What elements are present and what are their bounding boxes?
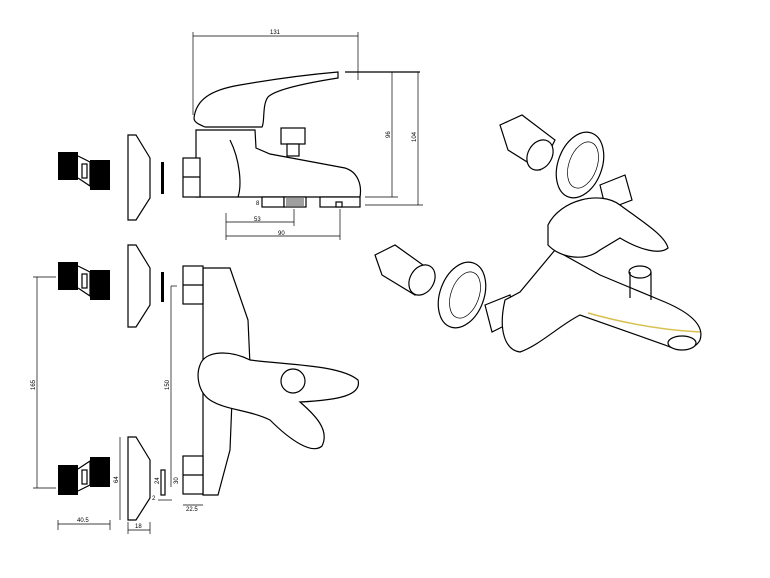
dim-nut-size: 30 xyxy=(174,477,180,484)
connector-middle xyxy=(58,262,110,300)
lever-hole xyxy=(280,368,306,394)
connector-bottom xyxy=(58,457,110,495)
dim-inlet-outlet-a: 53 xyxy=(254,217,261,223)
faucet-body xyxy=(195,129,362,198)
flanges xyxy=(127,134,166,521)
threaded-outlet xyxy=(283,196,307,208)
front-view: 165 150 64 40.5 18 24 30 2 22.5 xyxy=(31,265,359,534)
dim-connector-spacing: 165 xyxy=(31,379,37,390)
dim-flange-depth: 18 xyxy=(135,524,142,530)
dim-flange-diameter: 64 xyxy=(114,476,120,483)
iso-body xyxy=(501,249,702,353)
dim-small-tag: 8 xyxy=(256,201,260,207)
iso-diverter-knob xyxy=(628,265,652,279)
isometric-view xyxy=(374,114,702,353)
dim-nut-width: 22.5 xyxy=(186,507,198,513)
dim-inlet-outlet-b: 90 xyxy=(278,231,285,237)
diverter-knob xyxy=(280,127,306,145)
dim-height-to-spout: 96 xyxy=(386,131,392,138)
dim-overall-length: 131 xyxy=(270,30,281,36)
dim-overall-height: 104 xyxy=(412,131,418,142)
dim-connector-depth: 40.5 xyxy=(77,518,89,524)
dim-body-spacing: 150 xyxy=(165,379,171,390)
iso-lever xyxy=(547,197,669,258)
side-view: 131 8 96 104 53 90 xyxy=(182,30,423,240)
eccentric-connectors xyxy=(58,152,110,495)
lever-handle xyxy=(193,71,339,128)
dim-washer-height: 24 xyxy=(155,477,161,484)
iso-spout-highlight xyxy=(587,312,701,333)
iso-flange-bottom xyxy=(437,261,487,329)
dim-gap: 2 xyxy=(152,496,156,502)
front-lever xyxy=(197,352,359,450)
iso-flange-top xyxy=(555,131,605,199)
connector-top xyxy=(58,152,110,190)
